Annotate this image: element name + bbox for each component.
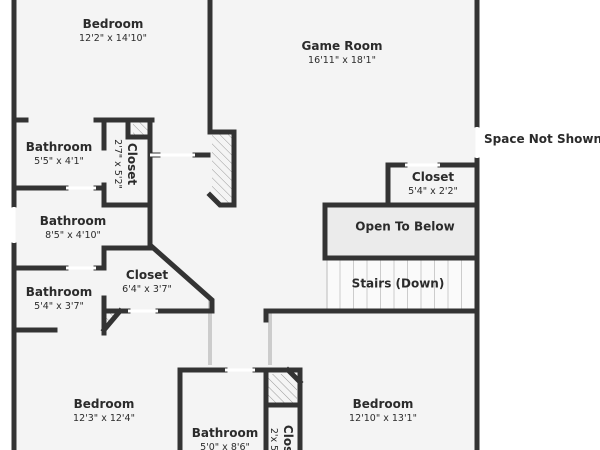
room-name: Bathroom [39, 214, 107, 228]
room-bathroom-4: Bathroom 5'0" x 8'6" [192, 426, 258, 450]
room-name: Closet [125, 268, 169, 282]
room-name: Bedroom [73, 397, 135, 411]
room-dimensions: 5'4" x 3'7" [34, 301, 84, 312]
room-name: Bathroom [191, 426, 259, 440]
room-bathroom-3: Bathroom 5'4" x 3'7" [26, 285, 92, 313]
wall [206, 129, 237, 208]
room-closet-2: Closet 6'4" x 3'7" [122, 268, 172, 296]
room-dimensions: 16'11" x 18'1" [308, 55, 376, 66]
room-name: Bathroom [25, 285, 93, 299]
room-name: Closet [281, 424, 295, 450]
room-bathroom-1: Bathroom 5'5" x 4'1" [26, 140, 92, 168]
room-name: Closet [125, 142, 139, 186]
room-name: Open To Below [355, 219, 455, 234]
room-name: Bedroom [352, 397, 414, 411]
room-open-to-below: Open To Below [355, 220, 454, 235]
wall [322, 202, 480, 261]
wall [101, 182, 153, 208]
space-not-shown-label: Space Not Shown [484, 132, 600, 146]
wall [252, 367, 303, 450]
room-bedroom-3: Bedroom 12'10" x 13'1" [349, 397, 417, 425]
room-name: Bedroom [82, 17, 144, 31]
chase-hatch [212, 134, 232, 203]
room-bedroom-1: Bedroom 12'2" x 14'10" [79, 17, 147, 45]
openings [12, 127, 479, 372]
wall [100, 307, 124, 334]
room-name: Game Room [301, 39, 383, 53]
walls [11, 0, 480, 450]
room-dimensions: 5'4" x 2'2" [408, 186, 458, 197]
chase-hatch [133, 122, 148, 135]
room-dimensions: 5'0" x 8'6" [200, 442, 250, 450]
room-dimensions: 12'10" x 13'1" [349, 413, 417, 424]
wall [125, 117, 153, 140]
room-bedroom-2: Bedroom 12'3" x 12'4" [73, 397, 135, 425]
room-game-room: Game Room 16'11" x 18'1" [302, 39, 383, 67]
room-dimensions: 12'2" x 14'10" [79, 33, 147, 44]
room-name: Bathroom [25, 140, 93, 154]
room-dimensions: 6'4" x 3'7" [122, 284, 172, 295]
room-bathroom-2: Bathroom 8'5" x 4'10" [40, 214, 106, 242]
room-name: Closet [411, 170, 455, 184]
wall [284, 366, 304, 386]
room-name: Stairs (Down) [351, 276, 445, 291]
room-dimensions: 12'3" x 12'4" [73, 413, 135, 424]
chase-hatch [268, 374, 297, 404]
room-dimensions: 2'7" x 5'2" [112, 139, 123, 189]
room-dimensions: 5'5" x 4'1" [34, 156, 84, 167]
open-to-below-area [328, 207, 475, 257]
wall [147, 117, 215, 314]
room-stairs-down: Stairs (Down) [352, 277, 445, 292]
room-dimensions: 2'x 5'2" [268, 427, 279, 450]
room-closet-3: Closet 5'4" x 2'2" [408, 170, 458, 198]
room-dimensions: 8'5" x 4'10" [45, 230, 101, 241]
